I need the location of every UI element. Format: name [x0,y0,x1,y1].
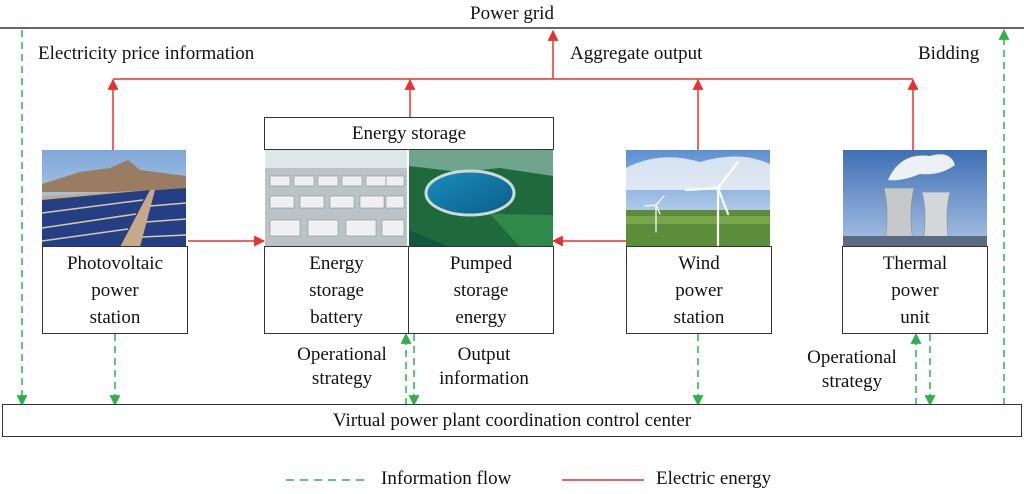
wind-image [626,150,770,247]
info-lines [16,28,1010,407]
pumped-label-line3: energy [455,307,507,328]
output-information-label: Output information [439,344,529,389]
wind-label-line3: station [673,307,725,328]
battery-box: Energy storage battery [264,246,409,334]
pv-station-box: Photovoltaic power station [42,246,188,334]
pv-label-line1: Photovoltaic [66,253,164,274]
pumped-label-line2: storage [453,280,509,301]
battery-label-line1: Energy [309,253,364,274]
control-center-box: Virtual power plant coordination control… [2,404,1022,437]
operational-strategy-left-label: Operational strategy [297,344,387,389]
wind-station-box: Wind power station [626,246,772,334]
thermal-unit-box: Thermal power unit [842,246,988,334]
pv-label-line2: power [91,280,139,301]
wind-label-line2: power [675,280,723,301]
pumped-label-line1: Pumped [449,253,513,274]
pumped-storage-box: Pumped storage energy [408,246,554,334]
battery-storage-image [265,150,407,247]
pv-label-line3: station [89,307,141,328]
photovoltaic-image [41,150,187,247]
energy-storage-header: Energy storage [264,117,554,150]
aggregate-output-label: Aggregate output [570,43,703,64]
thermal-label-line3: unit [900,307,930,328]
battery-label-line2: storage [309,280,364,301]
legend-lines [286,479,644,481]
thermal-image [843,150,987,248]
pumped-storage-image [409,150,553,247]
operational-strategy-right-label: Operational strategy [807,347,897,392]
electric-bus [107,29,919,247]
battery-label-line3: battery [310,307,363,328]
energy-storage-title: Energy storage [351,123,467,144]
wind-label-line1: Wind [678,253,720,274]
thermal-label-line2: power [891,280,939,301]
bidding-label: Bidding [918,43,980,64]
power-grid-title: Power grid [470,3,554,24]
thermal-label-line1: Thermal [882,253,948,274]
price-info-label: Electricity price information [38,43,255,64]
legend-info-flow: Information flow [381,468,512,489]
control-center-label: Virtual power plant coordination control… [332,410,692,431]
legend-electric-energy: Electric energy [656,468,772,489]
